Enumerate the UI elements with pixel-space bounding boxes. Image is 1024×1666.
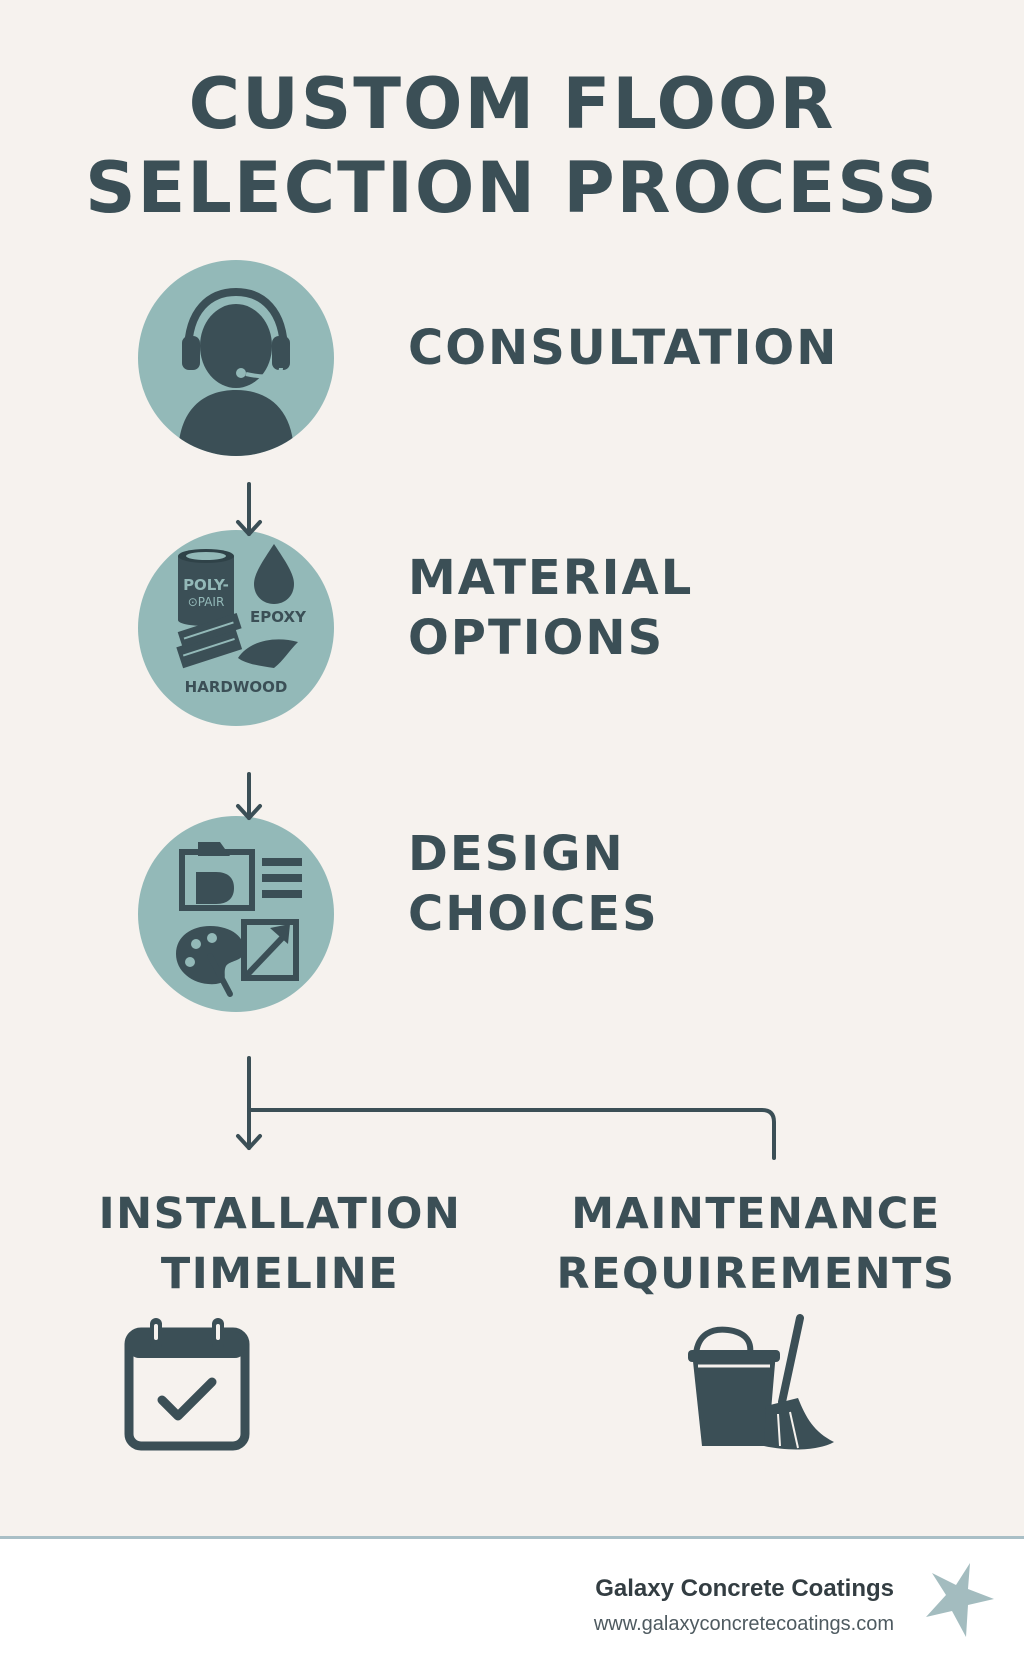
- footer-divider: [0, 1536, 1024, 1539]
- installation-line-2: TIMELINE: [160, 1249, 400, 1299]
- step-consultation-text: CONSULTATION: [408, 320, 839, 376]
- title-line-2: SELECTION PROCESS: [85, 147, 939, 229]
- company-url[interactable]: www.galaxyconcretecoatings.com: [593, 1613, 894, 1635]
- step-material-label: MATERIAL OPTIONS: [408, 548, 693, 668]
- epoxy-label: EPOXY: [250, 608, 307, 626]
- hardwood-label: HARDWOOD: [185, 678, 288, 696]
- bucket-broom-icon: [688, 1314, 834, 1450]
- maintenance-line-2: REQUIREMENTS: [556, 1249, 956, 1299]
- maintenance-requirements-label: MAINTENANCE REQUIREMENTS: [546, 1184, 966, 1304]
- headset-person-icon: [178, 287, 294, 456]
- branch-connector: [236, 1056, 776, 1160]
- installation-line-1: INSTALLATION: [98, 1189, 462, 1239]
- step-design-line-1: DESIGN: [408, 826, 625, 882]
- can-label-1: POLY-: [183, 576, 229, 594]
- material-options-circle: POLY- ⊙PAIR EPOXY HARDWOOD: [138, 530, 334, 726]
- calendar-check-icon: [124, 1318, 250, 1451]
- star-icon: [926, 1563, 994, 1637]
- materials-icon: POLY- ⊙PAIR EPOXY HARDWOOD: [176, 544, 307, 696]
- step-design-label: DESIGN CHOICES: [408, 824, 659, 944]
- step-material-line-1: MATERIAL: [408, 550, 694, 606]
- can-label-2: ⊙PAIR: [188, 595, 225, 609]
- arrow-down-icon: [236, 772, 262, 820]
- step-material-line-2: OPTIONS: [408, 610, 665, 666]
- design-choices-circle: [138, 816, 334, 1012]
- step-design-line-2: CHOICES: [408, 886, 659, 942]
- company-name: Galaxy Concrete Coatings: [595, 1575, 894, 1602]
- page-title: CUSTOM FLOOR SELECTION PROCESS: [0, 62, 1024, 230]
- arrow-down-icon: [236, 482, 262, 536]
- installation-timeline-label: INSTALLATION TIMELINE: [90, 1184, 470, 1304]
- design-tools-icon: [176, 842, 302, 997]
- maintenance-line-1: MAINTENANCE: [571, 1189, 941, 1239]
- consultation-circle: [138, 260, 334, 456]
- title-line-1: CUSTOM FLOOR: [188, 63, 836, 145]
- footer: Galaxy Concrete Coatings www.galaxyconcr…: [0, 1539, 1024, 1666]
- step-consultation-label: CONSULTATION: [408, 318, 838, 378]
